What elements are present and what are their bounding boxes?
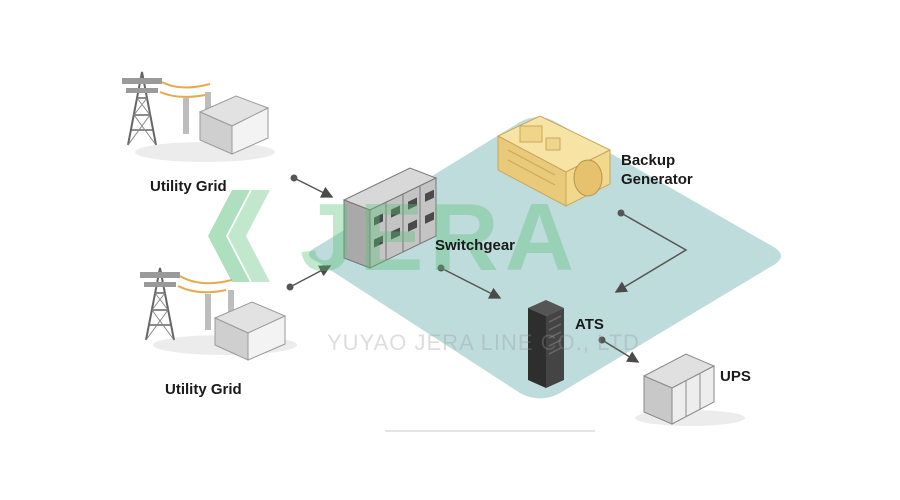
backup-generator-icon	[496, 115, 612, 207]
ups-icon	[635, 353, 745, 426]
connector-ats-to-ups	[598, 336, 640, 363]
label-backup-generator-line1: Backup	[621, 152, 676, 169]
switchgear-icon	[342, 167, 438, 269]
label-switchgear: Switchgear	[435, 237, 516, 254]
label-backup-generator-line2: Generator	[621, 171, 693, 188]
label-utility-grid-bottom: Utility Grid	[165, 381, 242, 398]
connector-grid-bottom-to-switchgear	[286, 265, 332, 291]
connector-generator-to-ats	[614, 209, 688, 293]
label-utility-grid-top: Utility Grid	[150, 178, 227, 195]
label-ats: ATS	[575, 316, 604, 333]
utility-grid-top-icon	[122, 71, 275, 162]
ats-icon	[528, 300, 564, 388]
label-ups: UPS	[720, 368, 751, 385]
utility-grid-bottom-icon	[140, 267, 297, 361]
connector-switchgear-to-ats	[437, 264, 502, 299]
connector-grid-top-to-switchgear	[290, 174, 334, 198]
jera-logo-text: JERA	[300, 184, 581, 291]
jera-logo-watermark	[208, 190, 270, 282]
company-watermark-text: YUYAO JERA LINE CO., LTD	[327, 330, 640, 355]
